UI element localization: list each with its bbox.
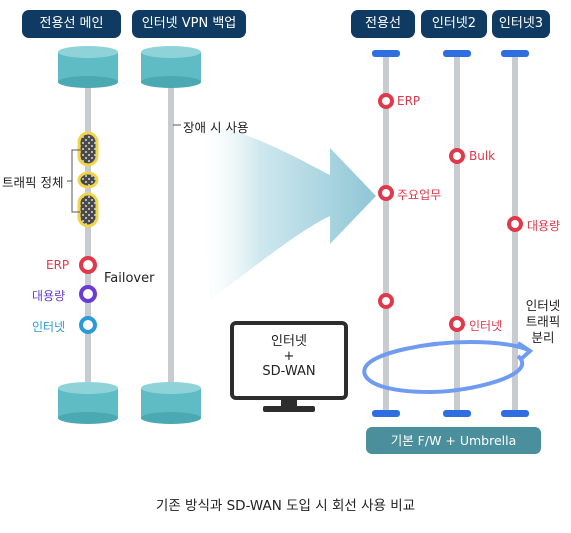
traffic-bracket — [67, 149, 80, 213]
cylinder-top-right — [141, 46, 201, 88]
header-internet2: 인터넷2 — [421, 10, 487, 38]
cylinder-top-left — [58, 46, 118, 88]
plain-node — [378, 293, 394, 309]
erp-node-right — [378, 93, 394, 109]
legend-large: 대용량 — [32, 289, 66, 303]
failover-label: Failover — [104, 271, 155, 286]
large-node-right — [507, 216, 523, 232]
base-bar-label: 기본 F/W + Umbrella — [390, 433, 517, 448]
label-core: 주요업무 — [397, 188, 442, 202]
header-internet3: 인터넷3 — [492, 10, 550, 38]
label-internet: 인터넷 — [469, 319, 503, 333]
base-bar-bg — [366, 427, 541, 454]
bulk-node — [449, 148, 465, 164]
transition-arrow — [196, 122, 376, 300]
monitor-line1: 인터넷 — [271, 334, 307, 349]
traffic-congestion-label: 트래픽 정체 — [2, 175, 64, 190]
legend-erp: ERP — [46, 258, 70, 272]
legend-internet: 인터넷 — [32, 320, 66, 334]
traffic-congestion — [77, 131, 99, 228]
internet-node-left — [79, 316, 97, 334]
header-dedicated: 전용선 — [351, 10, 415, 38]
monitor-text: 인터넷 + SD-WAN — [236, 334, 342, 379]
label-bulk: Bulk — [469, 149, 496, 163]
monitor-line3: SD-WAN — [262, 364, 316, 379]
monitor-icon — [230, 321, 348, 412]
erp-node-left — [79, 256, 97, 274]
core-node — [378, 185, 394, 201]
internet-node-right — [449, 316, 465, 332]
internet-separation-ring — [362, 339, 534, 395]
cylinder-bottom-left — [58, 382, 118, 424]
large-node-left — [79, 285, 97, 303]
monitor-line2: + — [283, 349, 295, 364]
header-vpn-backup: 인터넷 VPN 백업 — [132, 10, 246, 38]
label-erp: ERP — [397, 94, 421, 108]
outage-use-label: 장애 시 사용 — [183, 120, 249, 135]
label-large: 대용량 — [527, 219, 561, 233]
header-dedicated-main: 전용선 메인 — [22, 10, 121, 38]
cylinder-bottom-right — [141, 382, 201, 424]
internet-traffic-separation-label: 인터넷 트래픽 분리 — [525, 298, 561, 345]
figure-caption: 기존 방식과 SD-WAN 도입 시 회선 사용 비교 — [155, 498, 416, 514]
